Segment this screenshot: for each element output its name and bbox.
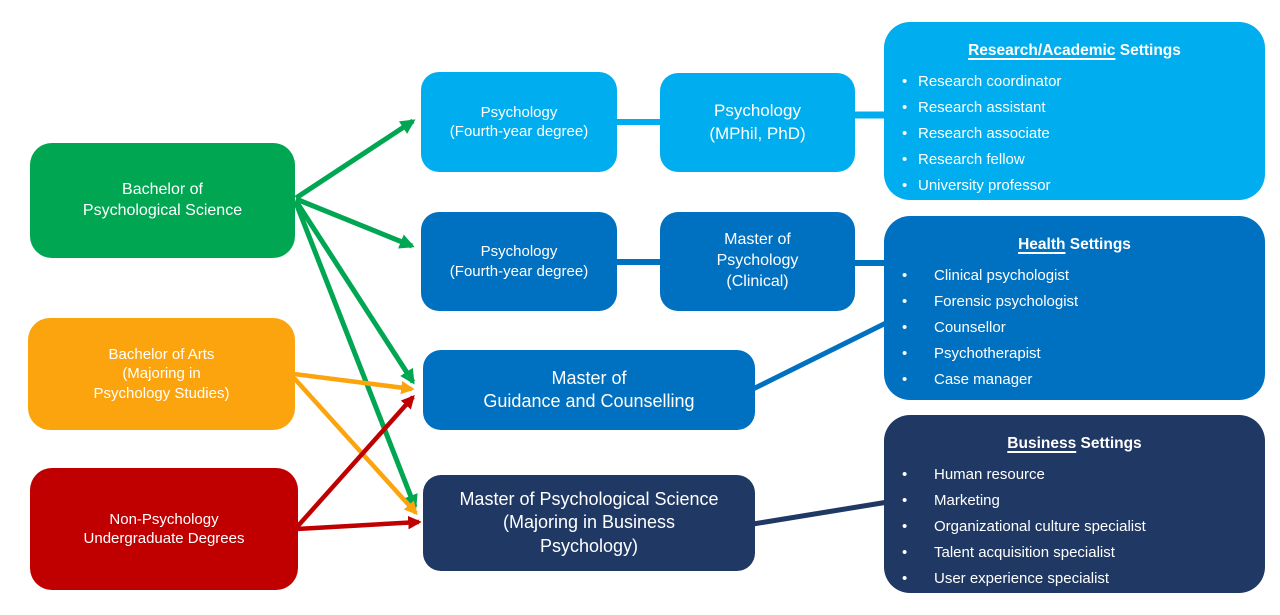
node-master-psychology-clinical: Master of Psychology (Clinical) bbox=[660, 212, 855, 311]
node-master-guidance-counselling: Master of Guidance and Counselling bbox=[423, 350, 755, 430]
list-item: Organizational culture specialist bbox=[884, 514, 1265, 540]
list-item: User experience specialist bbox=[884, 566, 1265, 592]
edge-bachelor-arts-to-guidance bbox=[293, 371, 415, 395]
settings-box-research-academic: Research/Academic Settings Research coor… bbox=[884, 22, 1265, 200]
node-non-psychology-undergraduate: Non-Psychology Undergraduate Degrees bbox=[30, 468, 298, 590]
business-settings-list: Human resourceMarketingOrganizational cu… bbox=[884, 462, 1265, 592]
edge-bachelor-psych-to-psych-science bbox=[293, 202, 418, 510]
node-psychology-fourth-year-2: Psychology (Fourth-year degree) bbox=[421, 212, 617, 311]
edge-bachelor-arts-to-psych-science bbox=[292, 376, 418, 516]
list-item: University professor bbox=[884, 173, 1265, 199]
node-bachelor-of-arts: Bachelor of Arts (Majoring in Psychology… bbox=[28, 318, 295, 430]
list-item: Research coordinator bbox=[884, 69, 1265, 95]
health-settings-heading: Health Settings bbox=[884, 236, 1265, 254]
research-settings-heading-rest: Settings bbox=[1119, 42, 1181, 59]
list-item: Case manager bbox=[884, 367, 1265, 393]
list-item: Marketing bbox=[884, 488, 1265, 514]
list-item: Research fellow bbox=[884, 147, 1265, 173]
research-settings-heading: Research/Academic Settings bbox=[884, 42, 1265, 60]
edge-psych-science-to-business-settings bbox=[752, 499, 889, 527]
list-item: Research associate bbox=[884, 121, 1265, 147]
health-settings-list: Clinical psychologistForensic psychologi… bbox=[884, 263, 1265, 393]
edge-bachelor-psych-to-fourth-year-2 bbox=[295, 196, 415, 249]
edge-non-psych-to-psych-science bbox=[296, 515, 422, 532]
list-item: Research assistant bbox=[884, 95, 1265, 121]
node-psychology-fourth-year-1: Psychology (Fourth-year degree) bbox=[421, 72, 617, 172]
edge-bachelor-psych-to-fourth-year-1 bbox=[294, 118, 416, 201]
settings-box-business: Business Settings Human resourceMarketin… bbox=[884, 415, 1265, 593]
health-settings-heading-underlined: Health bbox=[1018, 236, 1066, 253]
edge-bachelor-psych-to-guidance bbox=[293, 199, 416, 385]
list-item: Psychotherapist bbox=[884, 341, 1265, 367]
node-bachelor-psychological-science: Bachelor of Psychological Science bbox=[30, 143, 295, 258]
edge-guidance-to-health-settings bbox=[751, 319, 890, 392]
settings-box-health: Health Settings Clinical psychologistFor… bbox=[884, 216, 1265, 400]
node-psychology-mphil-phd: Psychology (MPhil, PhD) bbox=[660, 73, 855, 172]
health-settings-heading-rest: Settings bbox=[1069, 236, 1131, 253]
list-item: Human resource bbox=[884, 462, 1265, 488]
business-settings-heading-rest: Settings bbox=[1080, 435, 1142, 452]
research-settings-list: Research coordinatorResearch assistantRe… bbox=[884, 69, 1265, 199]
research-settings-heading-underlined: Research/Academic bbox=[968, 42, 1116, 59]
business-settings-heading-underlined: Business bbox=[1007, 435, 1077, 452]
list-item: Clinical psychologist bbox=[884, 263, 1265, 289]
edge-non-psych-to-guidance bbox=[295, 394, 415, 529]
business-settings-heading: Business Settings bbox=[884, 435, 1265, 453]
list-item: Counsellor bbox=[884, 315, 1265, 341]
list-item: Talent acquisition specialist bbox=[884, 540, 1265, 566]
node-master-psychological-science: Master of Psychological Science (Majorin… bbox=[423, 475, 755, 571]
list-item: Forensic psychologist bbox=[884, 289, 1265, 315]
